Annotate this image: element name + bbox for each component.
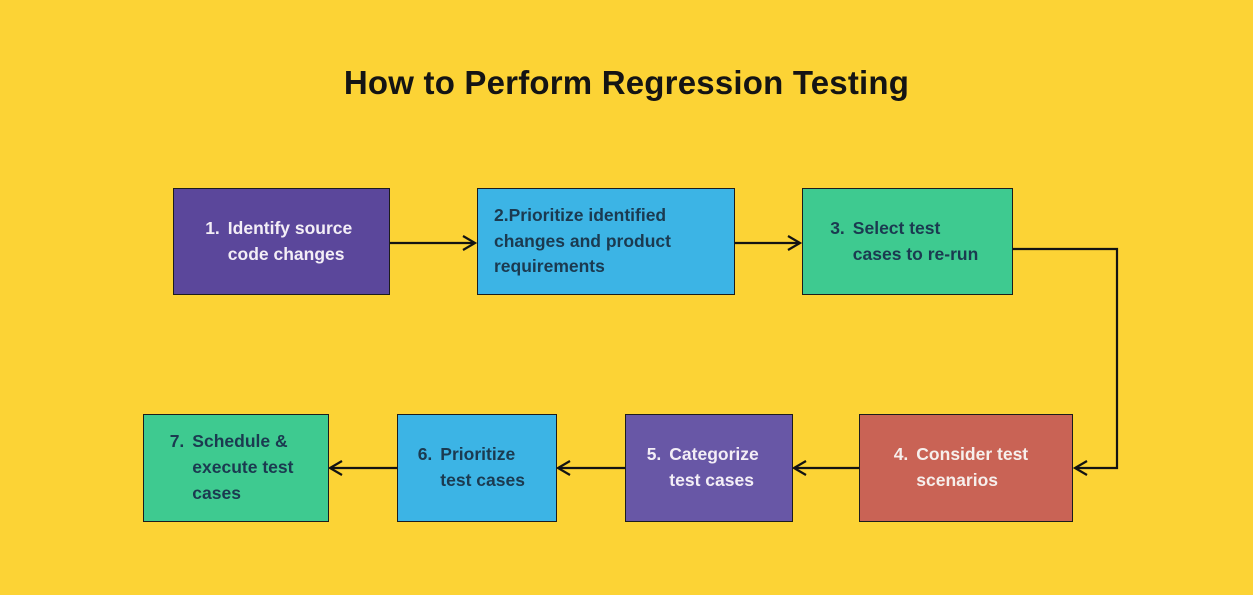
step-number: 6.	[417, 444, 433, 465]
step-text: Consider test scenarios	[916, 444, 1029, 490]
arrow-step2-to-step3	[735, 235, 803, 251]
arrow-step1-to-step2	[390, 235, 478, 251]
step-number: 7.	[169, 431, 185, 452]
step-box-1: 1. Identify source code changes	[173, 188, 390, 295]
step-text: Categorize test cases	[669, 444, 759, 490]
step-box-6: 6. Prioritize test cases	[397, 414, 557, 522]
arrow-step5-to-step6	[555, 460, 625, 476]
step-text: Prioritize test cases	[440, 444, 525, 490]
step-number: 4.	[893, 444, 909, 465]
step-text: Identify source code changes	[227, 217, 353, 264]
step-box-3: 3. Select test cases to re-run	[802, 188, 1013, 295]
step-number: 1.	[205, 217, 220, 238]
step-number: 5.	[646, 444, 662, 465]
step-text: Schedule & execute test cases	[192, 431, 294, 503]
diagram-title: How to Perform Regression Testing	[343, 64, 910, 101]
step-number: 2.	[494, 204, 509, 225]
arrow-step4-to-step5	[791, 460, 859, 476]
arrow-step6-to-step7	[327, 460, 397, 476]
step-number: 3.	[830, 217, 845, 238]
step-text: Prioritize identified changes and produc…	[494, 204, 671, 277]
step-text: Select test cases to re-run	[852, 217, 979, 264]
step-box-7: 7. Schedule & execute test cases	[143, 414, 329, 522]
step-box-5: 5. Categorize test cases	[625, 414, 793, 522]
step-box-2: 2.Prioritize identified changes and prod…	[477, 188, 735, 295]
step-box-4: 4. Consider test scenarios	[859, 414, 1073, 522]
